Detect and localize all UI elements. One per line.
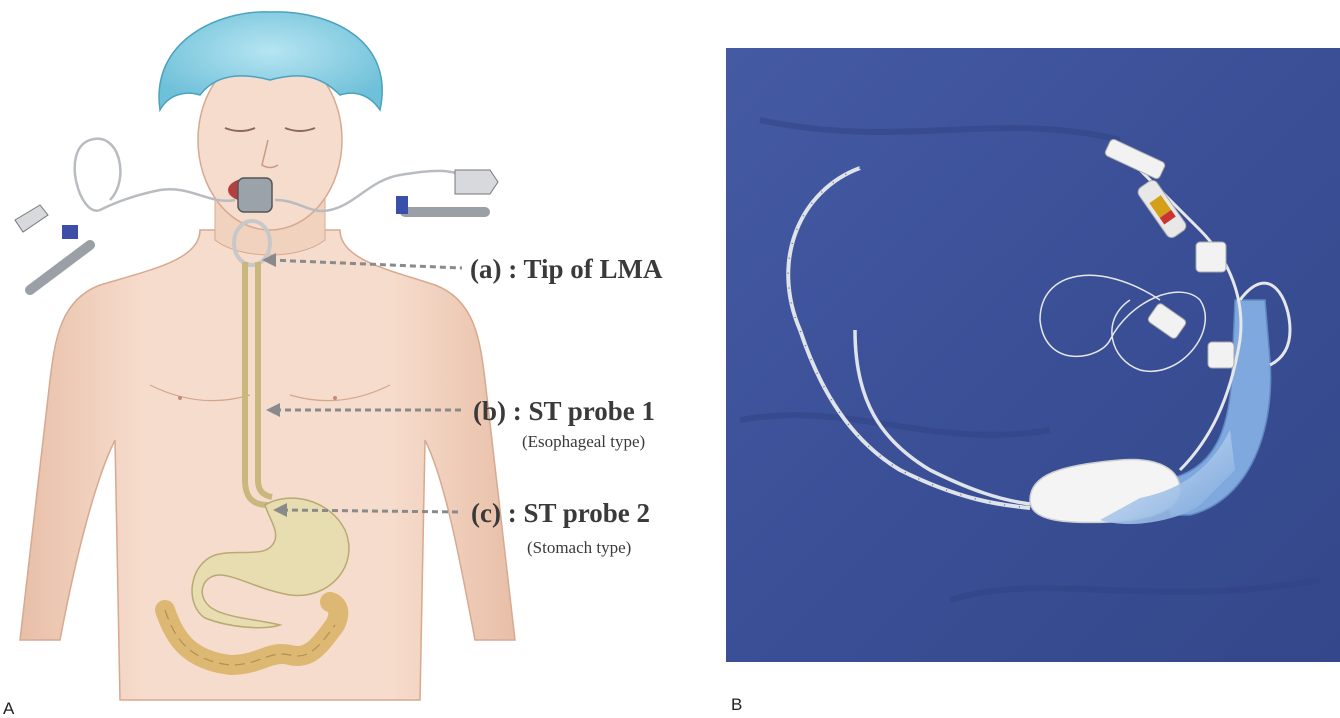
stopcock-3 [1208,342,1234,368]
stopcock-1 [1196,242,1226,272]
right-connector [455,170,498,194]
right-stopcock [396,196,408,214]
left-connector [15,205,48,232]
lma-connector [238,178,272,212]
nipple-left [178,396,182,400]
panel-b-letter: B [731,695,742,714]
label-a: (a) : Tip of LMA [470,254,663,284]
panel-a-illustration [15,12,515,700]
label-b-sub: (Esophageal type) [522,432,645,451]
panel-a-letter: A [3,699,15,718]
left-stopcock [62,225,78,239]
label-b: (b) : ST probe 1 [473,396,655,426]
nipple-right [333,396,337,400]
panel-b-photo [726,48,1340,662]
label-c: (c) : ST probe 2 [471,498,650,528]
torso [20,230,515,700]
left-syringe [30,245,90,290]
label-c-sub: (Stomach type) [527,538,631,557]
